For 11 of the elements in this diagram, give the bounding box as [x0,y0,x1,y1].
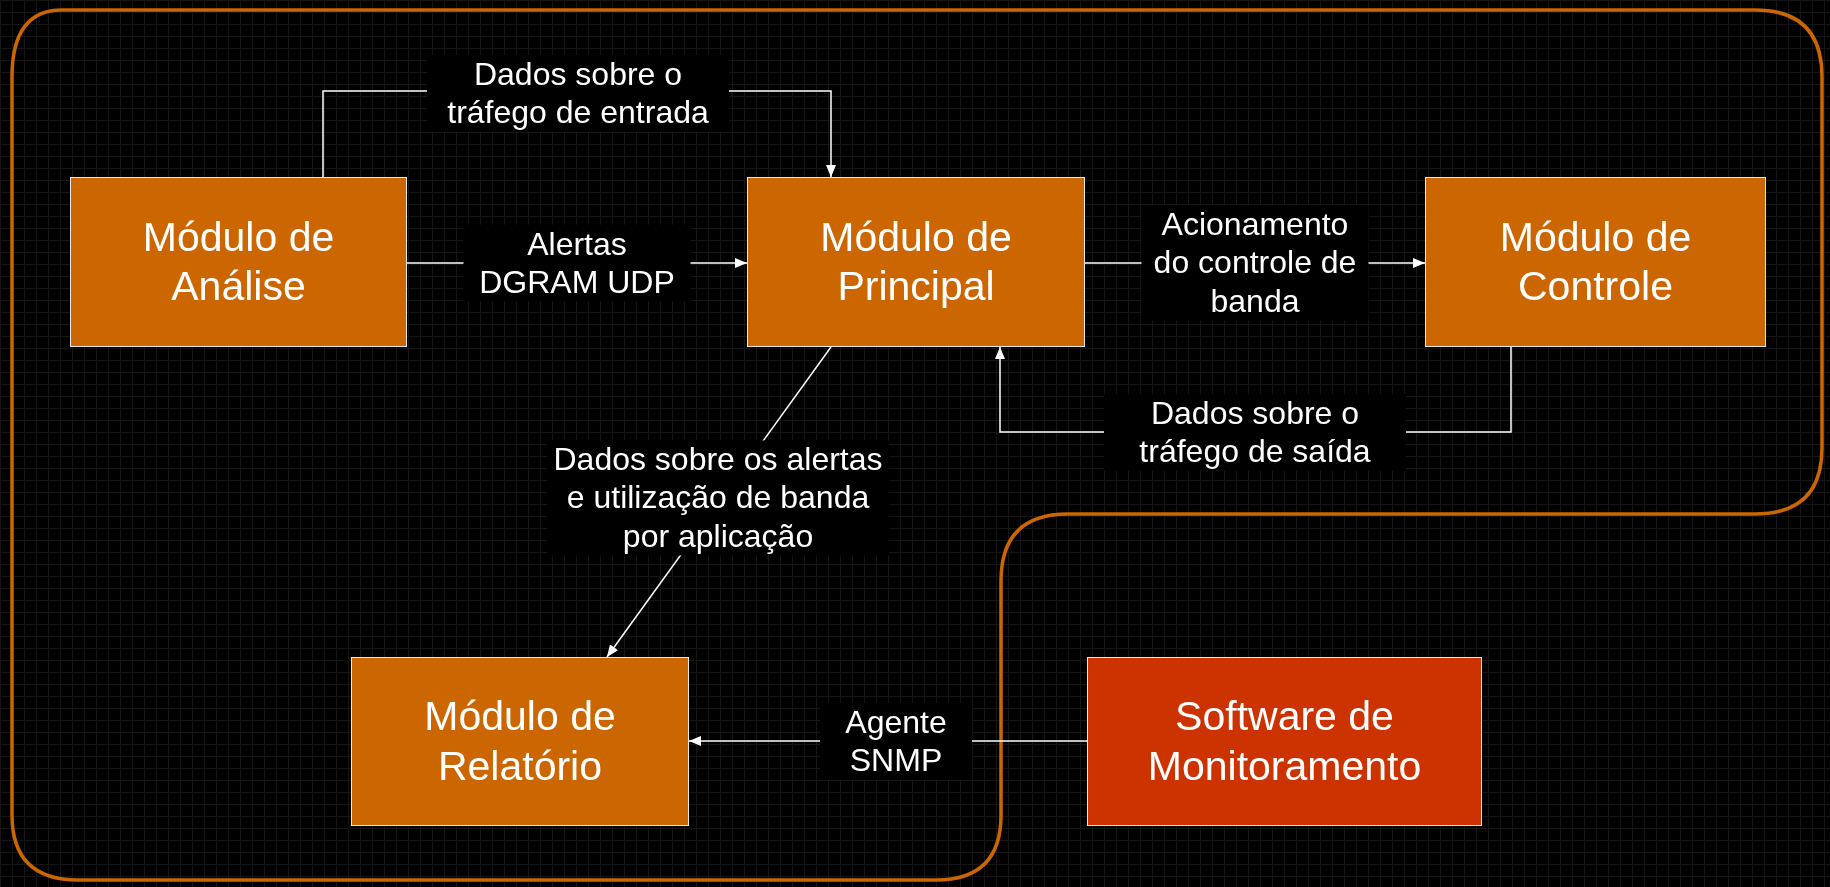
module-box: Módulo de Análise [70,177,407,347]
module-box: Software de Monitoramento [1087,657,1482,826]
edge-label: Dados sobre os alertas e utilização de banda por aplicação [547,440,889,556]
edge-label: Acionamento do controle de banda [1141,205,1369,321]
module-box: Módulo de Relatório [351,657,689,826]
module-box: Módulo de Controle [1425,177,1766,347]
edge-label: Dados sobre o tráfego de saída [1104,393,1406,471]
edge-label: Dados sobre o tráfego de entrada [427,54,729,132]
module-box: Módulo de Principal [747,177,1085,347]
edge-label: Alertas DGRAM UDP [463,224,691,302]
edge-label: Agente SNMP [820,702,972,780]
